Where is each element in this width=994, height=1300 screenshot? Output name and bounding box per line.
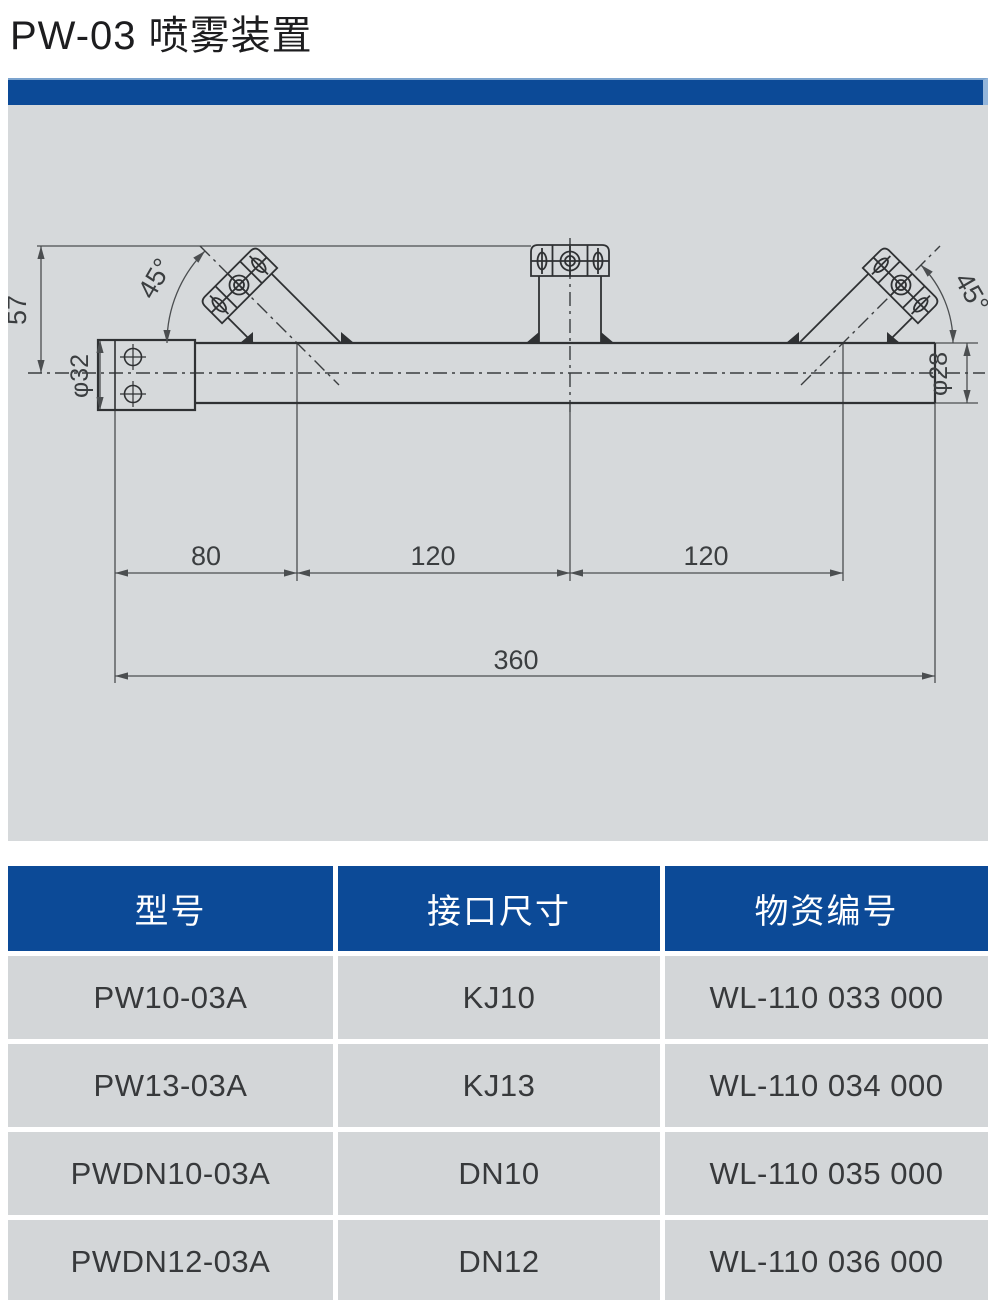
- middle-nozzle: [530, 244, 610, 343]
- pipe-assembly: [96, 338, 937, 412]
- cell-model: PWDN12-03A: [8, 1220, 333, 1300]
- dim-height-57: 57: [8, 295, 32, 325]
- column-header-model: 型号: [8, 866, 333, 951]
- dim-span-120-right: 120: [683, 541, 728, 571]
- cell-interface: KJ10: [338, 956, 660, 1039]
- cell-material-no: WL-110 033 000: [665, 956, 988, 1039]
- technical-drawing: 57 φ32 45° 45° φ28 80 120 120 360: [8, 238, 988, 683]
- accent-bar: [8, 78, 988, 105]
- left-angle-arc: [166, 250, 206, 344]
- dim-left-angle: 45°: [132, 253, 178, 303]
- dim-span-120-left: 120: [410, 541, 455, 571]
- cell-material-no: WL-110 036 000: [665, 1220, 988, 1300]
- weld-marks: [240, 332, 900, 343]
- column-header-interface: 接口尺寸: [338, 866, 660, 951]
- spec-table: 型号 接口尺寸 物资编号 PW10-03A KJ10 WL-110 033 00…: [8, 866, 988, 1300]
- dim-right-angle: 45°: [949, 267, 988, 317]
- cell-interface: DN10: [338, 1132, 660, 1215]
- dim-span-80: 80: [191, 541, 221, 571]
- cell-material-no: WL-110 035 000: [665, 1132, 988, 1215]
- dimension-labels: 57 φ32 45° 45° φ28 80 120 120 360: [8, 253, 988, 675]
- cell-interface: KJ13: [338, 1044, 660, 1127]
- dimension-lines: [37, 245, 978, 683]
- cell-model: PW13-03A: [8, 1044, 333, 1127]
- cell-interface: DN12: [338, 1220, 660, 1300]
- left-nozzle-axis: [199, 245, 340, 386]
- drawing-panel: 57 φ32 45° 45° φ28 80 120 120 360: [8, 105, 988, 841]
- cell-material-no: WL-110 034 000: [665, 1044, 988, 1127]
- left-flange-block: [96, 338, 197, 412]
- column-header-material-no: 物资编号: [665, 866, 988, 951]
- dim-span-360: 360: [493, 645, 538, 675]
- dim-right-diameter: φ28: [925, 352, 953, 396]
- cell-model: PW10-03A: [8, 956, 333, 1039]
- page-title: PW-03 喷雾装置: [10, 14, 313, 58]
- nozzles: [199, 244, 941, 344]
- right-nozzle-axis: [800, 245, 941, 386]
- centerlines: [28, 238, 985, 412]
- cell-model: PWDN10-03A: [8, 1132, 333, 1215]
- dim-left-diameter: φ32: [66, 354, 94, 398]
- flange-holes: [120, 344, 146, 407]
